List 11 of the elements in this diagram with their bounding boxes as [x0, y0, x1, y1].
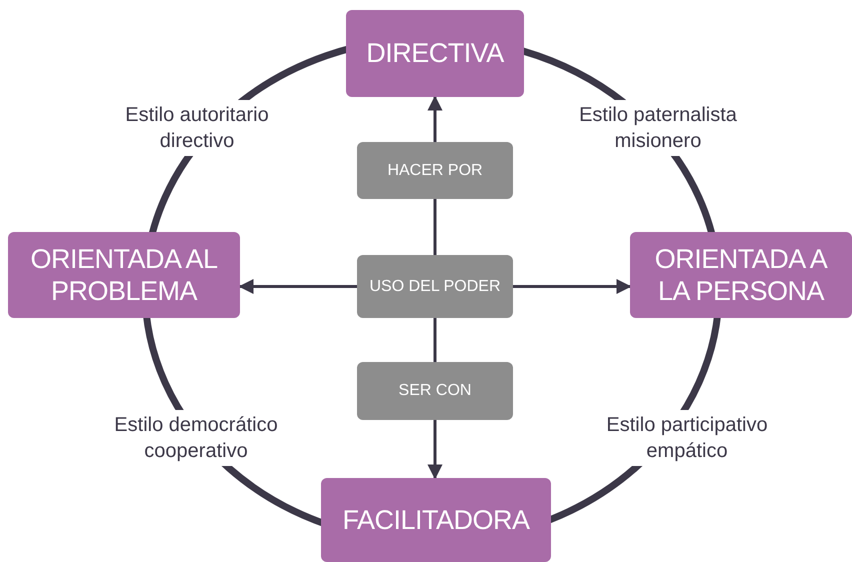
arrow	[428, 96, 442, 142]
arrow	[238, 279, 357, 294]
category-box: ORIENTADA AL PROBLEMA	[8, 232, 240, 318]
category-box: DIRECTIVA	[346, 10, 524, 97]
category-box: FACILITADORA	[321, 478, 551, 562]
concept-box: USO DEL PODER	[357, 255, 513, 318]
concept-box: HACER POR	[357, 142, 513, 199]
arrow	[428, 420, 442, 480]
category-box: ORIENTADA A LA PERSONA	[630, 232, 852, 318]
concept-box: SER CON	[357, 362, 513, 420]
arrow	[513, 279, 632, 294]
